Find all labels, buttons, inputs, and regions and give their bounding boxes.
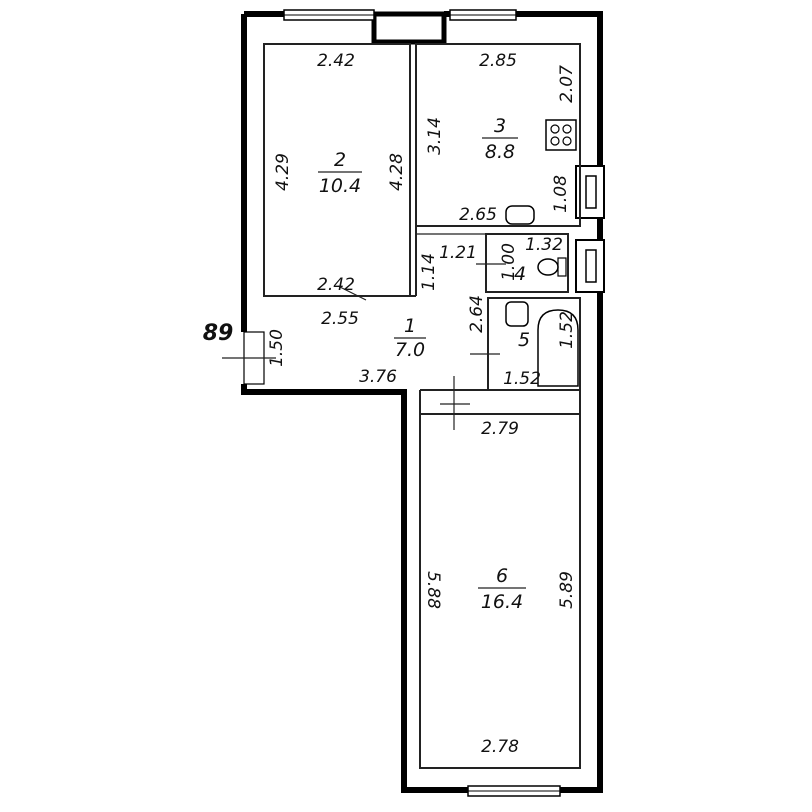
dim-hall-bottom: 3.76 <box>359 367 397 387</box>
balcony-upper-inner <box>585 175 597 209</box>
dim-r5-bottom: 1.52 <box>503 369 541 389</box>
bathtub-icon <box>537 309 579 387</box>
room-labels: 2 10.4 3 8.8 1 7.0 4 5 6 16.4 <box>318 115 530 613</box>
room-4-number: 4 <box>514 263 526 285</box>
horizontal-dimensions: 2.42 2.85 2.65 1.21 1.32 2.42 2.55 3.76 … <box>317 51 563 757</box>
dim-r2-top: 2.42 <box>317 51 355 71</box>
toilet-icon <box>537 258 559 276</box>
east-wall <box>516 11 603 793</box>
dim-r6-bottom: 2.78 <box>481 737 519 757</box>
room-3-number: 3 <box>494 115 506 137</box>
stove-burner <box>550 124 560 134</box>
stove-icon <box>545 119 577 151</box>
dim-r3-right-mid: 1.08 <box>551 175 571 213</box>
balconies <box>575 165 605 293</box>
room-2-number: 2 <box>334 149 346 171</box>
dim-r4-top2: 1.32 <box>525 235 563 255</box>
room-1-number: 1 <box>404 315 416 337</box>
dim-r6-right: 5.89 <box>557 571 577 609</box>
dim-hall-top: 2.55 <box>321 309 359 329</box>
dim-r2-right: 4.28 <box>387 153 407 191</box>
room-4-outline <box>485 233 569 293</box>
dim-hall-right: 2.64 <box>467 295 487 333</box>
room-6-number: 6 <box>496 565 508 587</box>
outer-walls <box>241 11 603 793</box>
room-6-area: 16.4 <box>481 591 523 613</box>
washbasin-icon <box>505 301 529 327</box>
partitions <box>263 43 581 769</box>
dim-r4-side: 1.00 <box>499 243 519 281</box>
ventilation-shaft <box>371 11 447 45</box>
tick <box>337 285 367 301</box>
stove-burner <box>562 136 572 146</box>
south-west-walls <box>241 384 468 793</box>
room-1-area: 7.0 <box>395 339 425 361</box>
dim-r2-left: 4.29 <box>273 153 293 191</box>
stove-burner <box>562 124 572 134</box>
dim-hall-left: 1.50 <box>267 329 287 367</box>
room-5-number: 5 <box>518 329 530 351</box>
stove-burner <box>550 136 560 146</box>
vertical-dimensions: 4.29 4.28 3.14 2.07 1.08 1.14 1.00 1.50 … <box>267 65 577 609</box>
dimension-ticks <box>222 263 506 430</box>
room-3-area: 8.8 <box>485 141 515 163</box>
room-3-outline <box>415 43 581 227</box>
room-2-area: 10.4 <box>319 175 361 197</box>
dim-hall-left-low: 1.14 <box>419 253 439 291</box>
dim-r3-left: 3.14 <box>425 117 445 155</box>
room-6-outline <box>419 413 581 769</box>
balcony-lower-inner <box>585 249 597 283</box>
dim-r6-top: 2.79 <box>481 419 519 439</box>
dim-r3-bottom: 2.65 <box>459 205 497 225</box>
kitchen-sink-icon <box>505 205 535 225</box>
dim-r3-top: 2.85 <box>479 51 517 71</box>
dim-r5-right: 1.52 <box>557 311 577 349</box>
plan-id: 89 <box>203 321 234 346</box>
balcony-lower <box>575 239 605 293</box>
dim-r6-left: 5.88 <box>423 571 443 609</box>
dim-r4-top: 1.21 <box>439 243 477 263</box>
toilet-tank <box>557 257 567 277</box>
dim-r2-bottom: 2.42 <box>317 275 355 295</box>
dim-r3-right-top: 2.07 <box>557 65 577 103</box>
room-2-outline <box>263 43 411 297</box>
fixtures <box>505 119 579 387</box>
